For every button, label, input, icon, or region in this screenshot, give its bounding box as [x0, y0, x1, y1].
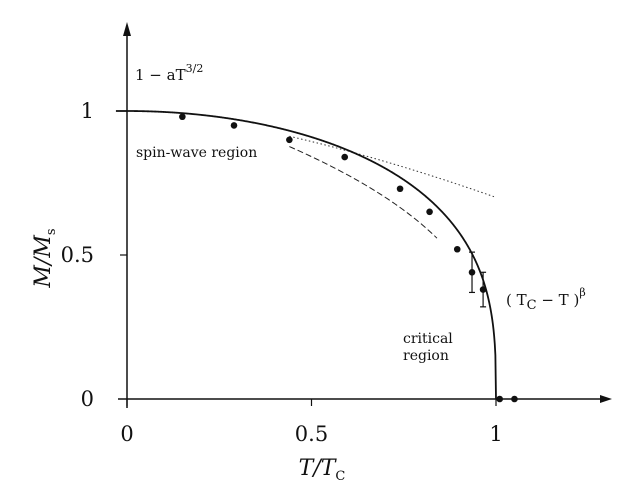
x-tick-label: 1: [489, 422, 502, 446]
y-axis-title: M/Ms: [31, 228, 59, 288]
y-tick-label: 1: [81, 99, 94, 123]
data-point: [496, 395, 503, 403]
y-axis-arrow: [123, 22, 131, 36]
critical-region-label: critical: [403, 331, 453, 347]
spin-wave-region-label: spin-wave region: [136, 145, 257, 161]
critical-formula: ( TC − T )β: [506, 286, 586, 313]
y-tick-label: 0.5: [61, 243, 94, 267]
data-point: [230, 122, 238, 129]
data-point: [479, 286, 487, 293]
y-tick-label: 0: [81, 387, 94, 411]
data-point: [341, 153, 349, 161]
x-tick-label: 0: [120, 422, 133, 446]
spin-wave-asymptote-line: [289, 135, 497, 198]
x-axis-arrow: [600, 395, 612, 403]
data-point: [396, 185, 404, 193]
data-point: [179, 113, 186, 121]
tick-labels: 0 0.5 1 0 0.5 1: [61, 99, 503, 446]
data-point: [426, 208, 433, 216]
data-points: [179, 113, 518, 403]
data-point: [453, 245, 461, 253]
x-axis-title: T/TC: [299, 456, 346, 484]
axes: [118, 22, 612, 408]
x-tick-label: 0.5: [295, 422, 328, 446]
magnetization-curve: [115, 110, 497, 400]
data-point: [511, 395, 518, 403]
critical-asymptote-line: [289, 146, 438, 239]
spin-wave-formula: 1 − aT3/2: [135, 62, 203, 84]
data-point: [468, 268, 476, 276]
data-point: [286, 136, 293, 144]
critical-region-label-line-2: region: [403, 348, 449, 364]
